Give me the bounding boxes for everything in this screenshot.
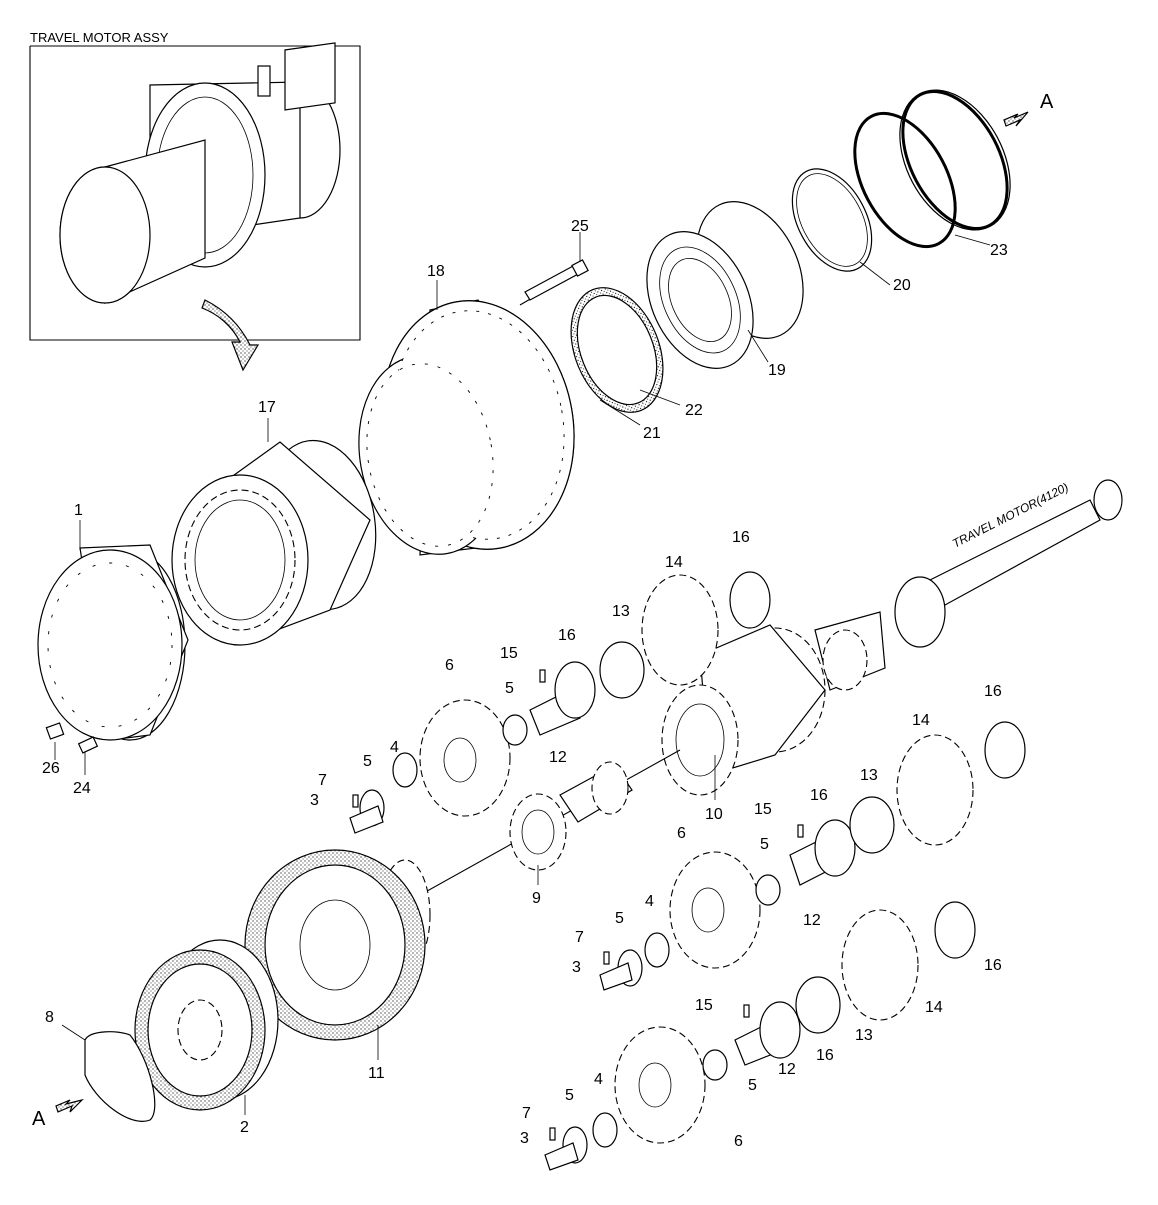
callout-26: 26 (42, 760, 60, 777)
part-10-sun-gear (661, 624, 826, 796)
callout-5: 5 (760, 836, 769, 853)
callout-17: 17 (258, 399, 276, 416)
callout-5: 5 (615, 910, 624, 927)
view-a-arrow-icon (1003, 111, 1029, 127)
callout-9: 9 (532, 890, 541, 907)
inset-panel: TRAVEL MOTOR ASSY (29, 30, 361, 372)
callout-15: 15 (695, 997, 713, 1014)
callout-3: 3 (520, 1130, 529, 1147)
planet-group-upper (349, 571, 771, 834)
part-23-seal-rings (853, 89, 1011, 249)
callout-13: 13 (855, 1027, 873, 1044)
callout-3: 3 (572, 959, 581, 976)
callout-13: 13 (860, 767, 878, 784)
callout-16: 16 (816, 1047, 834, 1064)
part-4-needle (392, 752, 418, 788)
callout-7: 7 (318, 772, 327, 789)
view-a-label-bottom: A (32, 1108, 46, 1130)
callout-15: 15 (500, 645, 518, 662)
inset-arrow-icon (201, 299, 260, 372)
callout-6: 6 (677, 825, 686, 842)
part-24-plug (77, 736, 99, 754)
callout-24: 24 (73, 780, 91, 797)
part-6-gear (419, 699, 511, 817)
part-2-hub (134, 939, 279, 1111)
part-21-22-seal (570, 287, 664, 413)
callout-14: 14 (912, 712, 930, 729)
callout-25: 25 (571, 218, 589, 235)
part-17-ring-gear (171, 439, 377, 646)
callout-22: 22 (685, 402, 703, 419)
callout-5: 5 (748, 1077, 757, 1094)
callout-14: 14 (925, 999, 943, 1016)
callout-19: 19 (768, 362, 786, 379)
part-15-pin (539, 669, 546, 683)
view-a-arrow-bottom-icon (55, 1098, 84, 1113)
view-a-label: A (1040, 91, 1054, 113)
part-14-gear (641, 574, 719, 686)
part-16-washer (729, 571, 771, 629)
callout-7: 7 (522, 1105, 531, 1122)
callout-10: 10 (705, 806, 723, 823)
part-11-carrier (244, 849, 431, 1041)
callout-16: 16 (810, 787, 828, 804)
callout-1: 1 (74, 502, 83, 519)
callout-8: 8 (45, 1009, 54, 1026)
callout-numbers: 1 2 3 3 3 4 4 4 5 5 5 5 5 5 6 6 6 7 7 7 … (42, 218, 1008, 1150)
callout-13: 13 (612, 603, 630, 620)
callout-14: 14 (665, 554, 683, 571)
callout-6: 6 (445, 657, 454, 674)
part-8-plate (84, 1031, 156, 1122)
travel-motor-shaft (814, 479, 1123, 691)
part-18-housing (358, 299, 575, 556)
callout-5: 5 (505, 680, 514, 697)
callout-23: 23 (990, 242, 1008, 259)
callout-12: 12 (803, 912, 821, 929)
callout-20: 20 (893, 277, 911, 294)
part-3-pin (349, 805, 384, 834)
callout-2: 2 (240, 1119, 249, 1136)
part-20-ring (791, 168, 873, 272)
callout-16: 16 (984, 957, 1002, 974)
callout-4: 4 (594, 1071, 603, 1088)
callout-4: 4 (645, 893, 654, 910)
callout-5: 5 (565, 1087, 574, 1104)
callout-12: 12 (549, 749, 567, 766)
callout-5: 5 (363, 753, 372, 770)
planet-group-middle (599, 721, 1026, 991)
planet-group-lower (544, 901, 976, 1171)
callout-4: 4 (390, 739, 399, 756)
callout-12: 12 (778, 1061, 796, 1078)
inset-title: TRAVEL MOTOR ASSY (30, 30, 169, 45)
leader-lines (54, 232, 991, 1115)
callout-6: 6 (734, 1133, 743, 1150)
part-26-plug (45, 722, 65, 740)
part-5-washer-b (502, 714, 528, 746)
callout-16: 16 (558, 627, 576, 644)
callout-3: 3 (310, 792, 319, 809)
part-1-cover (37, 544, 189, 741)
part-25-bolt (519, 259, 589, 306)
callout-16: 16 (732, 529, 750, 546)
callout-11: 11 (368, 1065, 385, 1082)
part-7-pin (352, 794, 359, 808)
part-19-bearing (646, 201, 804, 369)
callout-16: 16 (984, 683, 1002, 700)
part-13-bearing (599, 641, 645, 699)
callout-15: 15 (754, 801, 772, 818)
callout-7: 7 (575, 929, 584, 946)
part-9-shaft (419, 749, 681, 896)
callout-21: 21 (643, 425, 661, 442)
callout-18: 18 (427, 263, 445, 280)
